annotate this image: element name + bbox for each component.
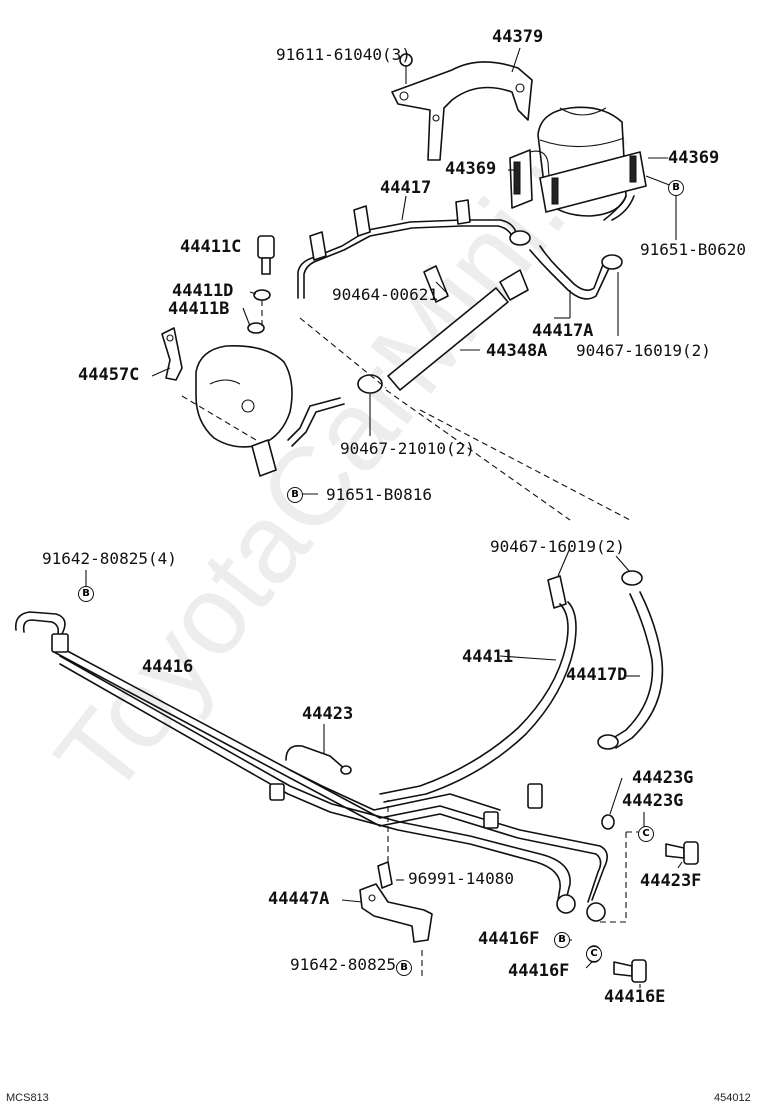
label-91642-80825-4: 91642-80825(4) <box>42 549 177 568</box>
label-96991-14080: 96991-14080 <box>408 869 514 888</box>
clamp-44369-left[interactable] <box>509 149 551 209</box>
bracket-44447a[interactable] <box>359 883 433 943</box>
label-90467-16019-top: 90467-16019(2) <box>576 341 711 360</box>
badge-b-3: B <box>78 586 94 602</box>
hose-44417a[interactable] <box>529 195 635 300</box>
bracket-44379[interactable] <box>391 61 533 161</box>
label-91642-80825: 91642-80825 <box>290 955 396 974</box>
label-44348a: 44348A <box>486 341 548 361</box>
label-91651-b0620: 91651-B0620 <box>640 240 746 259</box>
return-tube-44417[interactable] <box>297 199 523 299</box>
pump-outlet-tube[interactable] <box>251 397 345 477</box>
gasket-44411d[interactable] <box>253 289 271 301</box>
label-44411: 44411 <box>462 647 514 667</box>
bolt-44416e[interactable] <box>613 959 647 983</box>
clamp-90464[interactable] <box>423 265 449 303</box>
label-44417a: 44417A <box>532 321 594 341</box>
label-44423: 44423 <box>302 704 354 724</box>
label-44379: 44379 <box>492 27 544 47</box>
label-44411d: 44411D <box>172 281 234 301</box>
label-90464-00621: 90464-00621 <box>332 285 438 304</box>
clamp-44369-right[interactable] <box>539 151 647 213</box>
badge-c-1: C <box>638 826 654 842</box>
label-44417: 44417 <box>380 178 432 198</box>
badge-b-4: B <box>554 932 570 948</box>
hose-44348a[interactable] <box>387 269 529 391</box>
label-44416f-1: 44416F <box>478 929 540 949</box>
hose-44417d[interactable] <box>597 570 664 750</box>
cooler-tube-44416[interactable] <box>14 611 608 903</box>
badge-b-5: B <box>396 960 412 976</box>
clamp-near-tank[interactable] <box>509 230 531 246</box>
tube-44423[interactable] <box>285 744 501 811</box>
clamp-90467-top[interactable] <box>601 254 623 270</box>
badge-b-2: B <box>287 487 303 503</box>
clamp-90467-21010[interactable] <box>357 374 383 394</box>
washer-44423g-1[interactable] <box>601 814 615 830</box>
pump-body[interactable] <box>195 345 293 448</box>
footer-right-code: 454012 <box>714 1092 751 1104</box>
footer-left-code: MCS813 <box>6 1092 49 1104</box>
label-44416f-2: 44416F <box>508 961 570 981</box>
badge-c-2: C <box>586 946 602 962</box>
bolt-44423f[interactable] <box>665 841 699 865</box>
gasket-44411b[interactable] <box>247 322 265 334</box>
ring-terminal-1[interactable] <box>556 894 576 914</box>
ring-terminal-2[interactable] <box>586 902 606 922</box>
clip-96991[interactable] <box>377 861 393 889</box>
label-91611-61040: 91611-61040(3) <box>276 45 411 64</box>
label-44423g-2: 44423G <box>622 791 684 811</box>
label-90467-16019-mid: 90467-16019(2) <box>490 537 625 556</box>
label-44416: 44416 <box>142 657 194 677</box>
label-44417d: 44417D <box>566 665 628 685</box>
label-44411b: 44411B <box>168 299 230 319</box>
label-90467-21010: 90467-21010(2) <box>340 439 475 458</box>
label-91651-b0816: 91651-B0816 <box>326 485 432 504</box>
label-44423g-1: 44423G <box>632 768 694 788</box>
pressure-hose-44411[interactable] <box>379 575 577 803</box>
label-44369-left: 44369 <box>445 159 497 179</box>
label-44411c: 44411C <box>180 237 242 257</box>
label-44457c: 44457C <box>78 365 140 385</box>
label-44423f: 44423F <box>640 871 702 891</box>
label-44369-right: 44369 <box>668 148 720 168</box>
label-44447a: 44447A <box>268 889 330 909</box>
label-44416e: 44416E <box>604 987 666 1007</box>
badge-b-1: B <box>668 180 684 196</box>
union-44411c[interactable] <box>257 235 275 275</box>
bracket-44457c[interactable] <box>161 327 183 381</box>
